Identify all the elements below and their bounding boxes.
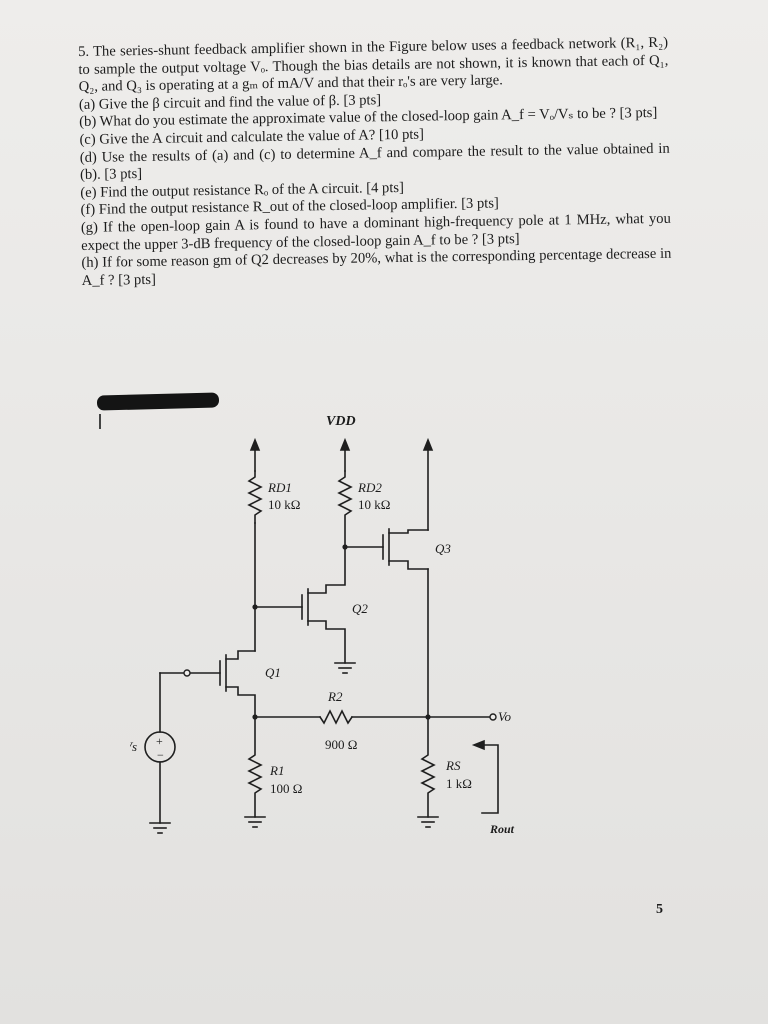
node-dot-output bbox=[425, 714, 431, 720]
r2-resistor bbox=[318, 709, 354, 725]
q3-drain bbox=[388, 529, 429, 534]
q1-source bbox=[225, 686, 256, 718]
r1-name: R1 bbox=[269, 763, 284, 778]
rout-arrow bbox=[471, 739, 485, 751]
rs-name: RS bbox=[445, 758, 461, 773]
r2-value: 900 Ω bbox=[325, 737, 357, 752]
vdd-arrow-mid bbox=[339, 437, 351, 451]
node-dot-feedback bbox=[252, 714, 258, 720]
rd2-name: RD2 bbox=[357, 480, 382, 495]
q1-drain bbox=[225, 650, 256, 660]
rout-label: Rout bbox=[489, 822, 515, 836]
rd2-resistor bbox=[337, 470, 353, 548]
problem-intro: 5.The series-shunt feedback amplifier sh… bbox=[78, 35, 669, 97]
rout-bracket bbox=[479, 744, 499, 814]
rs-resistor bbox=[420, 716, 436, 818]
r1-value: 100 Ω bbox=[270, 781, 302, 796]
r2-name: R2 bbox=[327, 689, 343, 704]
q2-label: Q2 bbox=[352, 601, 368, 616]
problem-number: 5. bbox=[78, 43, 90, 60]
rd1-resistor bbox=[247, 470, 263, 524]
rd1-name: RD1 bbox=[267, 480, 292, 495]
problem-intro-text: The series-shunt feedback amplifier show… bbox=[78, 34, 669, 96]
vdd-arrow-left bbox=[249, 437, 261, 451]
vo-terminal bbox=[489, 713, 497, 721]
circuit-diagram: VDD RD1 10 kΩ RD2 10 kΩ Q3 Q2 Q1 R2 900 … bbox=[130, 414, 515, 836]
q3-label: Q3 bbox=[435, 541, 451, 556]
q2-source bbox=[307, 620, 346, 664]
q1-label: Q1 bbox=[265, 665, 281, 680]
vdd-label: VDD bbox=[326, 414, 356, 429]
gate-terminal bbox=[183, 669, 191, 677]
rs-value: 1 kΩ bbox=[446, 776, 472, 791]
stray-pen-mark bbox=[99, 414, 101, 429]
node-dot-rd1 bbox=[252, 604, 258, 610]
node-dot-rd2 bbox=[342, 544, 348, 550]
q2-drain bbox=[307, 546, 346, 594]
vs-minus: − bbox=[157, 748, 164, 762]
problem-text: 5.The series-shunt feedback amplifier sh… bbox=[78, 35, 672, 291]
page-number: 5 bbox=[656, 902, 663, 917]
vs-plus: + bbox=[156, 734, 163, 748]
vdd-arrow-right bbox=[422, 437, 434, 451]
q3-source bbox=[388, 560, 429, 570]
r1-resistor bbox=[247, 716, 263, 818]
rd2-value: 10 kΩ bbox=[358, 497, 390, 512]
vo-label: Vo bbox=[498, 709, 512, 724]
rd1-value: 10 kΩ bbox=[268, 497, 300, 512]
vs-label: Vs bbox=[130, 739, 137, 754]
